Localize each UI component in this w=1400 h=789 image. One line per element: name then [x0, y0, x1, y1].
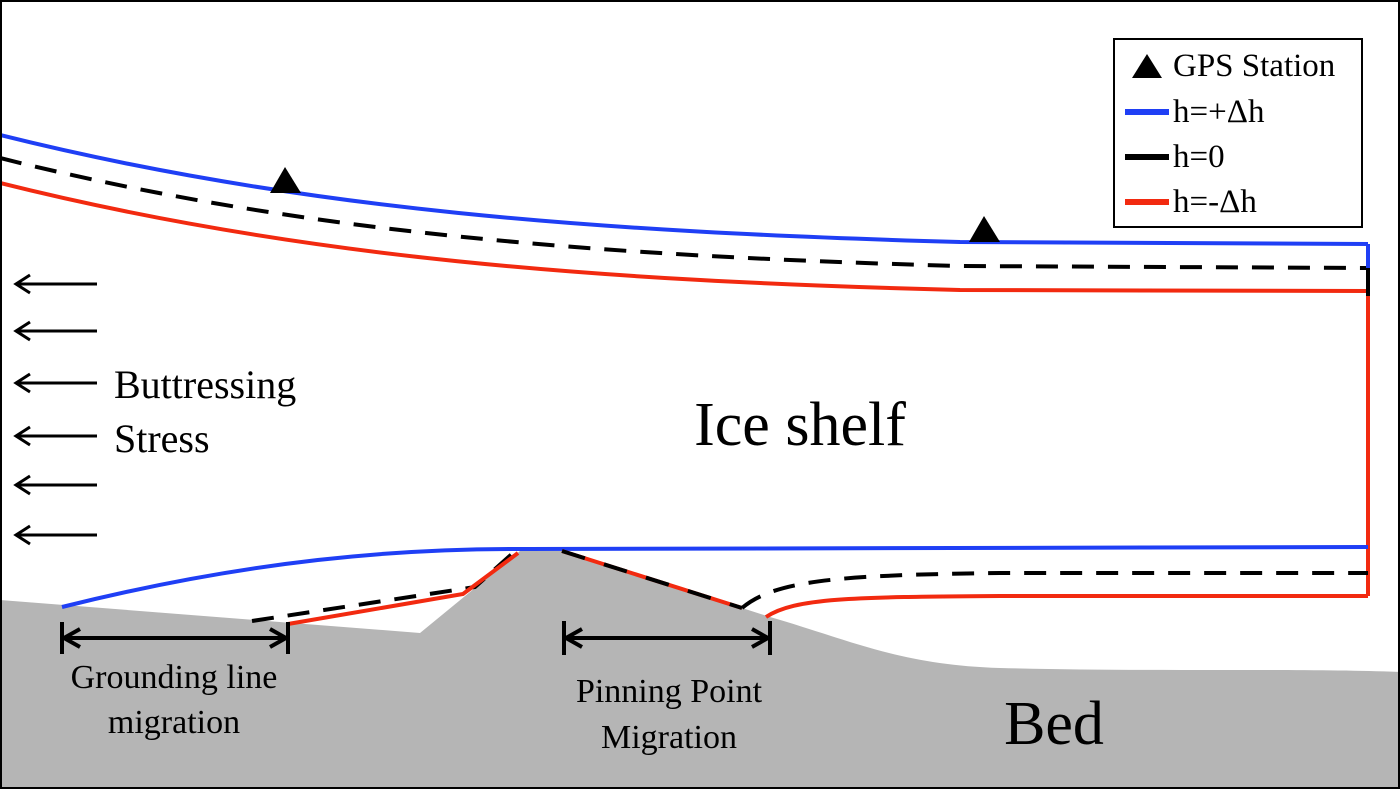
line-swatch-icon	[1121, 137, 1169, 177]
arrow-left-1	[13, 273, 97, 295]
lower-surface-positive	[61, 545, 1369, 609]
legend-label: h=0	[1173, 138, 1225, 175]
arrow-left-2	[13, 320, 97, 342]
grounding-line-bracket	[59, 622, 291, 654]
pinning-point-bracket	[561, 621, 773, 655]
lower-surface-neutral-right	[740, 571, 1368, 610]
grounding-line-label: Grounding line	[71, 659, 278, 696]
buttressing-arrows	[13, 273, 97, 546]
legend-item-neutral: h=0	[1115, 137, 1361, 177]
bed-region	[0, 551, 1400, 789]
legend-label: GPS Station	[1173, 47, 1336, 84]
arrow-left-5	[13, 474, 97, 496]
legend-item-gps-station: GPS Station	[1115, 46, 1361, 86]
ice-shelf-label: Ice shelf	[694, 391, 906, 459]
legend-item-positive: h=+Δh	[1115, 92, 1361, 132]
pinning-migration-label: Migration	[601, 719, 737, 756]
line-swatch-icon	[1121, 182, 1169, 222]
pinning-point-label: Pinning Point	[576, 673, 763, 710]
bed-label: Bed	[1004, 690, 1104, 758]
arrow-left-4	[13, 425, 97, 447]
legend-label: h=+Δh	[1173, 93, 1265, 130]
legend: GPS Station h=+Δh h=0 h=-Δh	[1113, 38, 1363, 228]
upper-surface-negative	[0, 181, 1369, 293]
upper-surface-neutral	[0, 156, 1369, 270]
grounding-migration-label: migration	[108, 704, 240, 741]
triangle-icon	[1121, 46, 1169, 86]
arrow-left-3	[13, 372, 97, 394]
line-swatch-icon	[1121, 92, 1169, 132]
stress-label: Stress	[114, 416, 210, 461]
buttressing-label: Buttressing	[114, 362, 296, 407]
lower-surface-negative-left	[287, 551, 520, 626]
upper-surface-positive	[0, 133, 1369, 246]
gps-station-marker-1	[270, 167, 301, 193]
pinning-flank-black	[561, 549, 743, 610]
gps-station-marker-2	[969, 216, 1000, 242]
legend-label: h=-Δh	[1173, 183, 1257, 220]
legend-item-negative: h=-Δh	[1115, 182, 1361, 222]
lower-surface-negative-right	[764, 594, 1368, 619]
arrow-left-6	[13, 524, 97, 546]
